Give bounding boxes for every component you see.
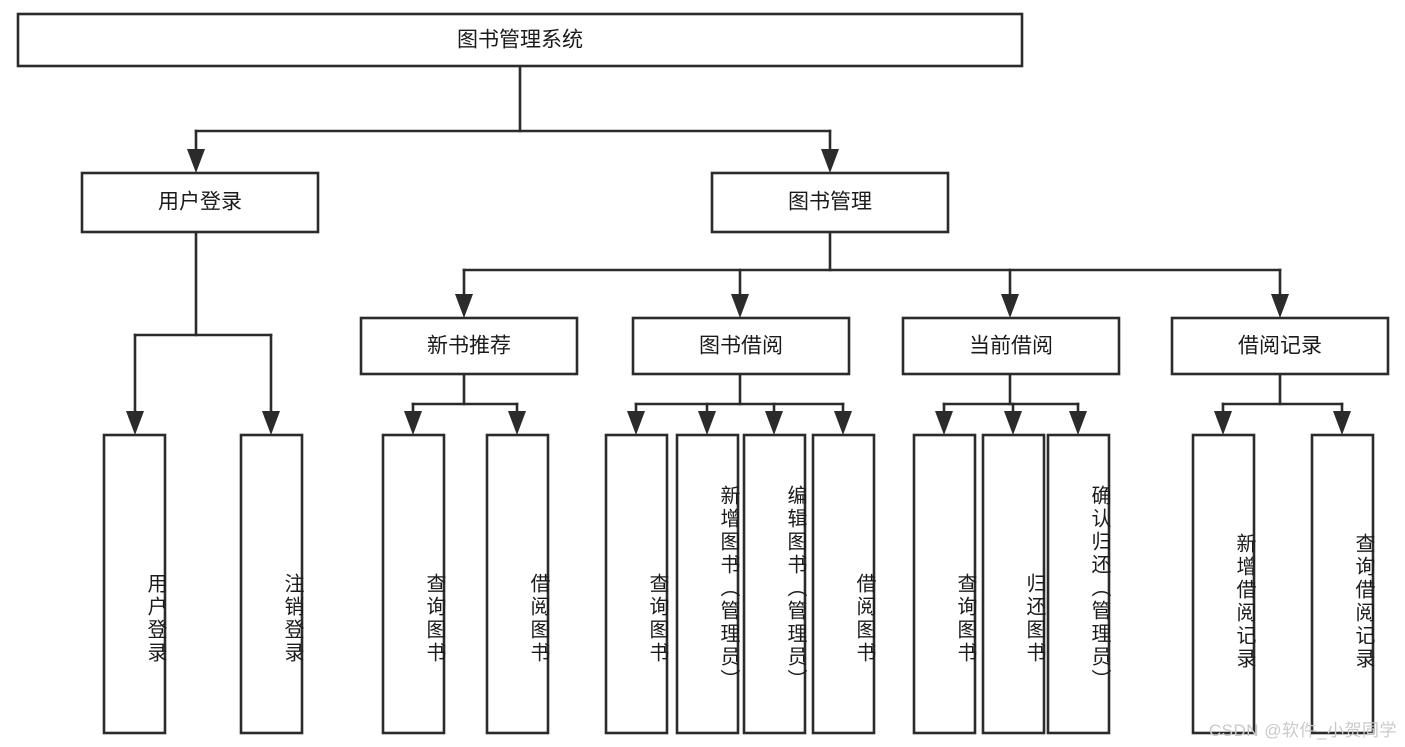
leaf-box-query-record[interactable] <box>1310 433 1375 735</box>
node-user-login-label: 用户登录 <box>158 191 242 214</box>
arrow-book-to-l3-3 <box>1001 294 1019 318</box>
node-new-book-recommend[interactable]: 新书推荐 <box>359 316 579 376</box>
arrow-newbook-l2 <box>508 411 526 435</box>
arrow-borrow-l2 <box>698 411 716 435</box>
connector-group-book-manage <box>455 230 1289 318</box>
leaf-box-edit-book[interactable] <box>742 433 807 735</box>
leaf-boxes <box>102 433 1375 735</box>
arrow-borrow-l4 <box>834 411 852 435</box>
node-book-manage-box[interactable] <box>710 171 950 234</box>
connector-group-user-login <box>126 230 280 435</box>
arrow-user-to-leaf2 <box>262 411 280 435</box>
arrow-record-l2 <box>1333 411 1351 435</box>
node-root-label: 图书管理系统 <box>457 29 583 52</box>
leaf-box-query-book-2[interactable] <box>604 433 669 735</box>
leaf-box-borrow-book-2[interactable] <box>811 433 876 735</box>
connector-group-current-borrow <box>935 372 1087 435</box>
arrow-newbook-l1 <box>404 411 422 435</box>
node-borrow-record-box[interactable] <box>1170 316 1390 376</box>
node-current-borrow[interactable]: 当前借阅 <box>901 316 1121 376</box>
node-book-manage[interactable]: 图书管理 <box>710 171 950 234</box>
connector-group-book-borrow <box>627 372 852 435</box>
node-root-box[interactable] <box>16 12 1024 68</box>
node-root[interactable]: 图书管理系统 <box>16 12 1024 68</box>
node-new-book-recommend-label: 新书推荐 <box>427 335 511 358</box>
leaf-box-user-login[interactable] <box>102 433 167 735</box>
arrow-book-to-l3-4 <box>1271 294 1289 318</box>
leaf-box-confirm-return[interactable] <box>1046 433 1111 735</box>
csdn-watermark: CSDN @软件_小贺同学 <box>1208 721 1397 740</box>
arrow-book-to-l3-1 <box>455 294 473 318</box>
leaf-box-query-book-1[interactable] <box>381 433 446 735</box>
leaf-box-add-record[interactable] <box>1191 433 1256 735</box>
node-current-borrow-label: 当前借阅 <box>969 335 1053 358</box>
arrow-record-l1 <box>1214 411 1232 435</box>
arrow-borrow-l1 <box>627 411 645 435</box>
node-book-borrow-box[interactable] <box>631 316 851 376</box>
arrow-current-l2 <box>1004 411 1022 435</box>
node-user-login[interactable]: 用户登录 <box>80 171 320 234</box>
leaf-box-add-book[interactable] <box>675 433 740 735</box>
node-borrow-record[interactable]: 借阅记录 <box>1170 316 1390 376</box>
node-new-book-recommend-box[interactable] <box>359 316 579 376</box>
arrow-current-l3 <box>1069 411 1087 435</box>
node-current-borrow-box[interactable] <box>901 316 1121 376</box>
node-borrow-record-label: 借阅记录 <box>1238 335 1322 358</box>
node-book-manage-label: 图书管理 <box>788 191 872 214</box>
node-user-login-box[interactable] <box>80 171 320 234</box>
connector-group-borrow-record <box>1214 372 1351 435</box>
arrow-book-to-l3-2 <box>731 294 749 318</box>
node-book-borrow-label: 图书借阅 <box>699 335 783 358</box>
connector-group-new-book <box>404 372 526 435</box>
leaf-box-return-book[interactable] <box>981 433 1046 735</box>
leaf-box-logout[interactable] <box>239 433 304 735</box>
leaf-box-borrow-book-1[interactable] <box>485 433 550 735</box>
arrow-root-to-user <box>187 149 205 173</box>
arrow-current-l1 <box>935 411 953 435</box>
leaf-box-query-book-3[interactable] <box>912 433 977 735</box>
node-book-borrow[interactable]: 图书借阅 <box>631 316 851 376</box>
connector-group-root <box>187 64 839 173</box>
arrow-user-to-leaf1 <box>126 411 144 435</box>
arrow-root-to-book <box>821 149 839 173</box>
arrow-borrow-l3 <box>765 411 783 435</box>
